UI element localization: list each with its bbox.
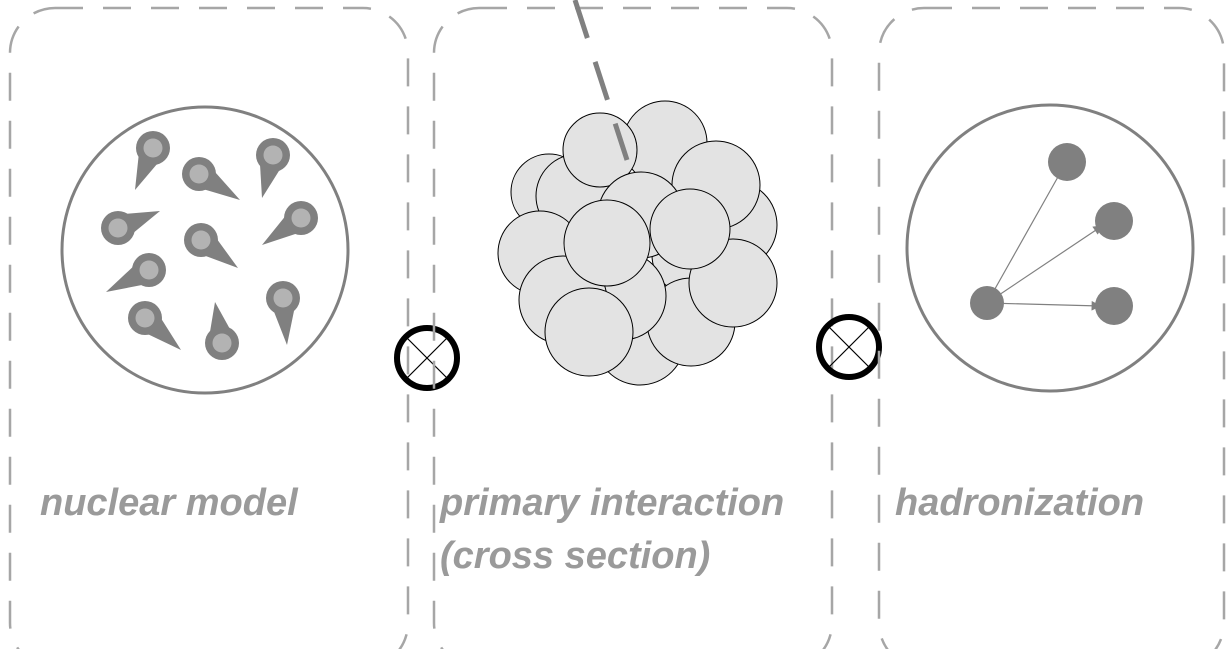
nucleon <box>266 281 300 345</box>
panel-label-primary-interaction-sub: (cross section) <box>440 535 710 577</box>
parent-hadron <box>970 286 1004 320</box>
panel-nuclear-model-frame <box>8 6 410 649</box>
nucleon <box>256 138 290 198</box>
nucleon <box>101 211 160 245</box>
nucleus-cluster <box>497 100 778 386</box>
daughter-hadron <box>1095 287 1133 325</box>
panel-primary-interaction: primary interaction (cross section) <box>432 0 834 649</box>
daughter-hadron <box>1095 202 1133 240</box>
hadronization-boundary-circle <box>905 103 1195 393</box>
panel-hadronization: hadronization <box>877 6 1226 649</box>
nucleus-boundary-circle <box>60 105 350 395</box>
panel-primary-interaction-frame <box>432 6 834 649</box>
nucleon-sphere <box>563 199 651 287</box>
panel-nuclear-model: nuclear model <box>8 6 410 649</box>
incoming-probe-line <box>572 0 630 161</box>
panel-label-hadronization: hadronization <box>895 482 1144 524</box>
nucleon <box>205 302 239 360</box>
nucleon <box>262 201 318 245</box>
nucleon-sphere <box>649 188 731 270</box>
nucleon <box>184 223 238 268</box>
nucleon <box>135 131 170 190</box>
nucleon <box>106 253 166 292</box>
hadron-arrow-1 <box>986 166 1064 304</box>
panel-label-primary-interaction: primary interaction <box>439 482 784 524</box>
tensor-product-icon <box>394 325 460 391</box>
nucleon-sphere <box>544 287 634 377</box>
daughter-hadron <box>1048 143 1086 181</box>
hadron-arrow-3 <box>986 300 1102 311</box>
panel-label-nuclear-model: nuclear model <box>40 482 299 524</box>
nucleon-group <box>101 131 318 360</box>
nucleon <box>182 157 240 200</box>
nucleon <box>128 301 181 350</box>
hadron-arrow-2 <box>986 225 1103 304</box>
momentum-arrow <box>272 307 295 345</box>
tensor-product-icon <box>816 314 882 380</box>
